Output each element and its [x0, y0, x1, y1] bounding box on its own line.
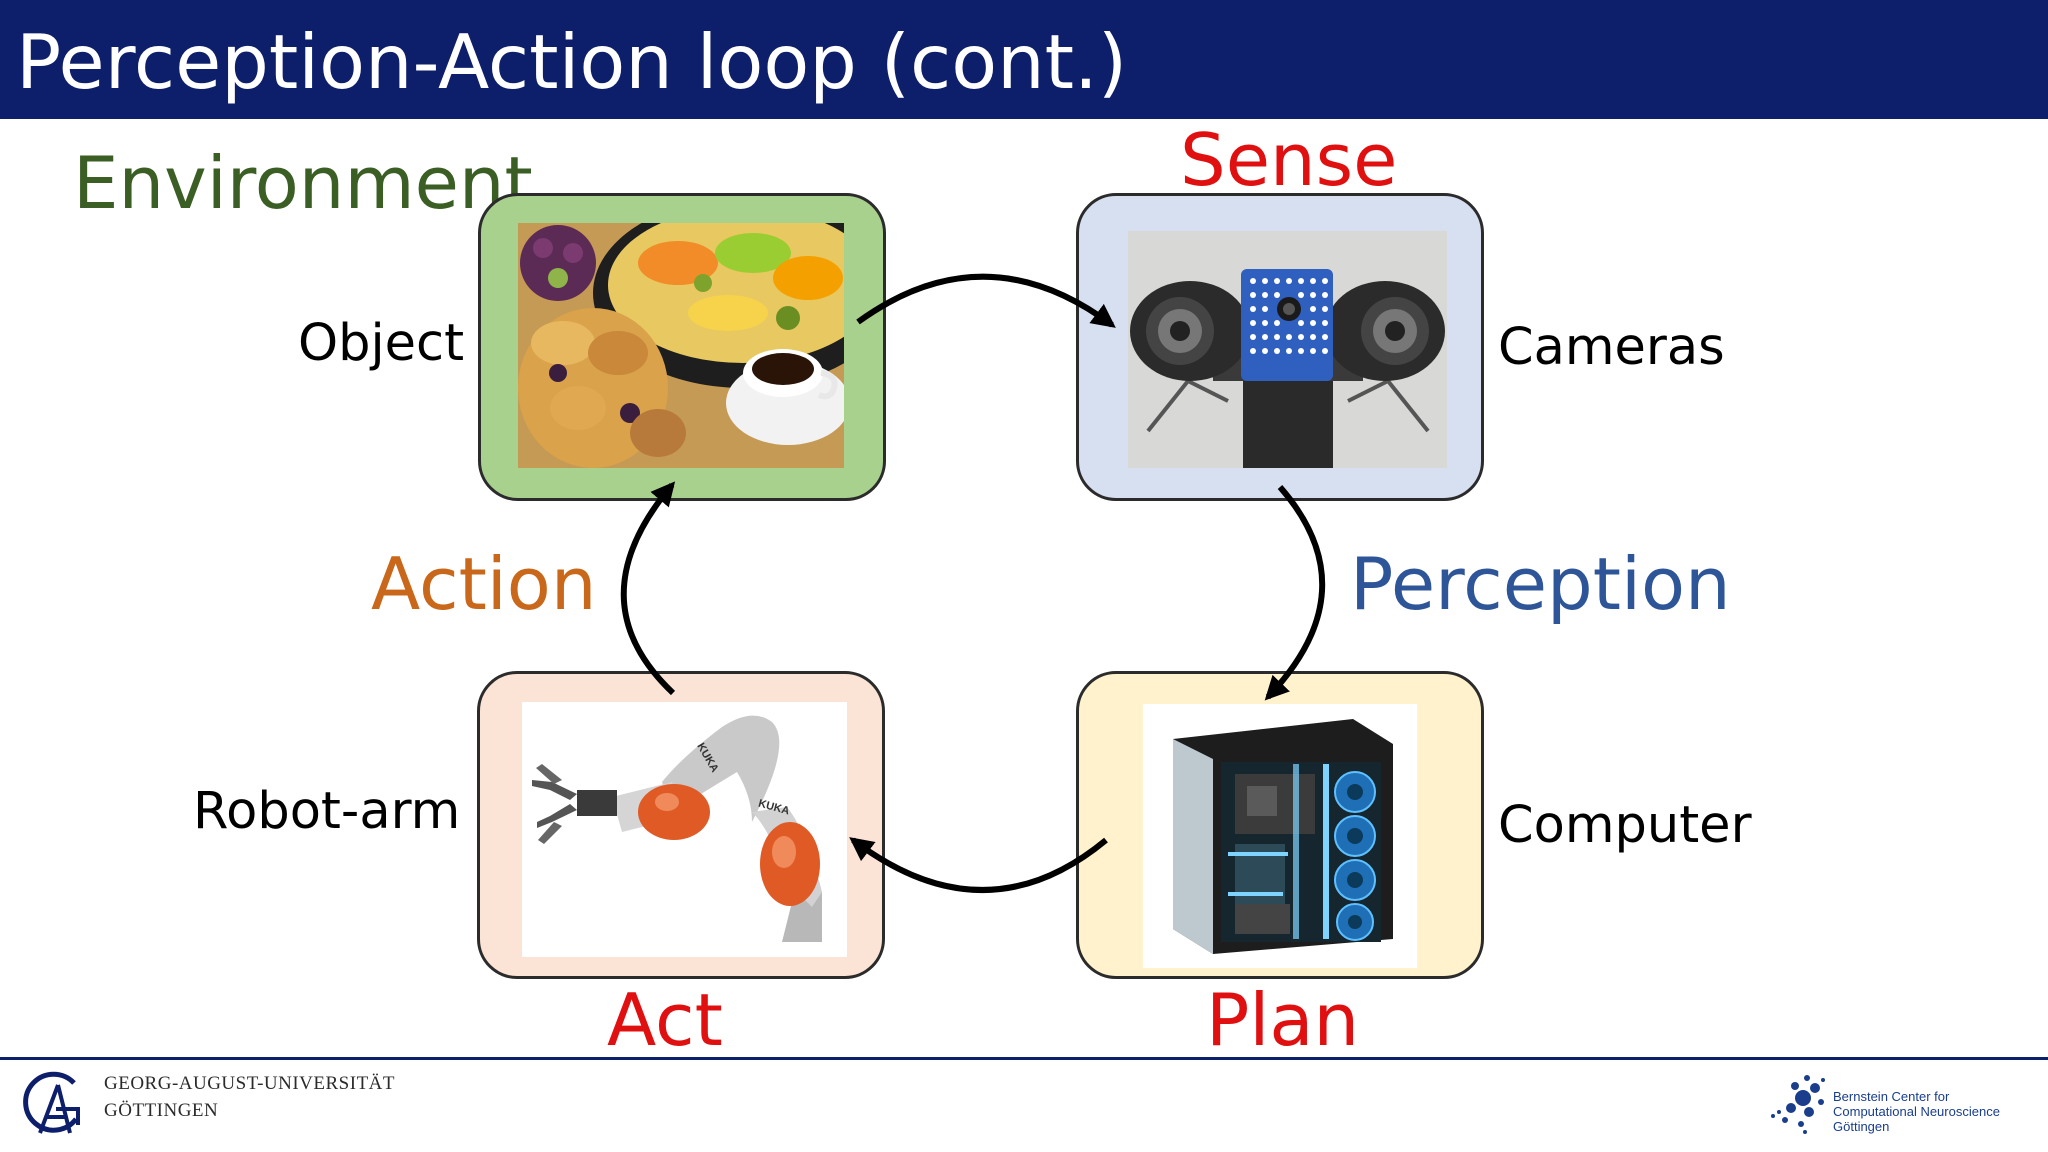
university-name: GEORG-AUGUST-UNIVERSITÄT GÖTTINGEN — [104, 1070, 395, 1124]
sense-label: Sense — [1180, 118, 1398, 202]
bernstein-line-2: Computational Neuroscience — [1833, 1104, 2000, 1119]
arrow-cameras-to-computer — [1264, 485, 1326, 701]
perception-label: Perception — [1350, 542, 1731, 626]
arrow-robot-to-object — [620, 481, 676, 696]
bernstein-line-3: Göttingen — [1833, 1119, 1890, 1134]
goettingen-logo — [14, 1065, 94, 1145]
cameras-label: Cameras — [1498, 318, 1725, 377]
bernstein-line-1: Bernstein Center for — [1833, 1089, 1950, 1104]
slide-title: Perception-Action loop (cont.) — [16, 18, 1128, 106]
robot-arm-label: Robot-arm — [193, 782, 461, 841]
computer-label: Computer — [1498, 796, 1752, 855]
food-photo — [518, 223, 844, 468]
computer-photo — [1143, 704, 1417, 968]
university-line-2: GÖTTINGEN — [104, 1100, 219, 1121]
computer-box — [1076, 671, 1484, 979]
footer-divider — [0, 1057, 2048, 1060]
title-bar: Perception-Action loop (cont.) — [0, 0, 2048, 119]
plan-label: Plan — [1206, 978, 1360, 1062]
object-label: Object — [298, 314, 465, 373]
environment-label: Environment — [73, 141, 533, 225]
robot-arm-photo: KUKA KUKA — [522, 702, 847, 957]
arrow-computer-to-robot — [849, 837, 1108, 893]
cameras-box — [1076, 193, 1484, 501]
bernstein-logo — [1765, 1068, 1833, 1136]
act-label: Act — [607, 978, 723, 1062]
university-line-1: GEORG-AUGUST-UNIVERSITÄT — [104, 1073, 396, 1094]
cameras-photo — [1128, 231, 1447, 468]
arrow-object-to-cameras — [856, 273, 1116, 328]
robot-arm-box: KUKA KUKA — [477, 671, 885, 979]
bernstein-center-name: Bernstein Center for Computational Neuro… — [1833, 1089, 2000, 1134]
action-label: Action — [371, 542, 597, 626]
object-box — [478, 193, 886, 501]
